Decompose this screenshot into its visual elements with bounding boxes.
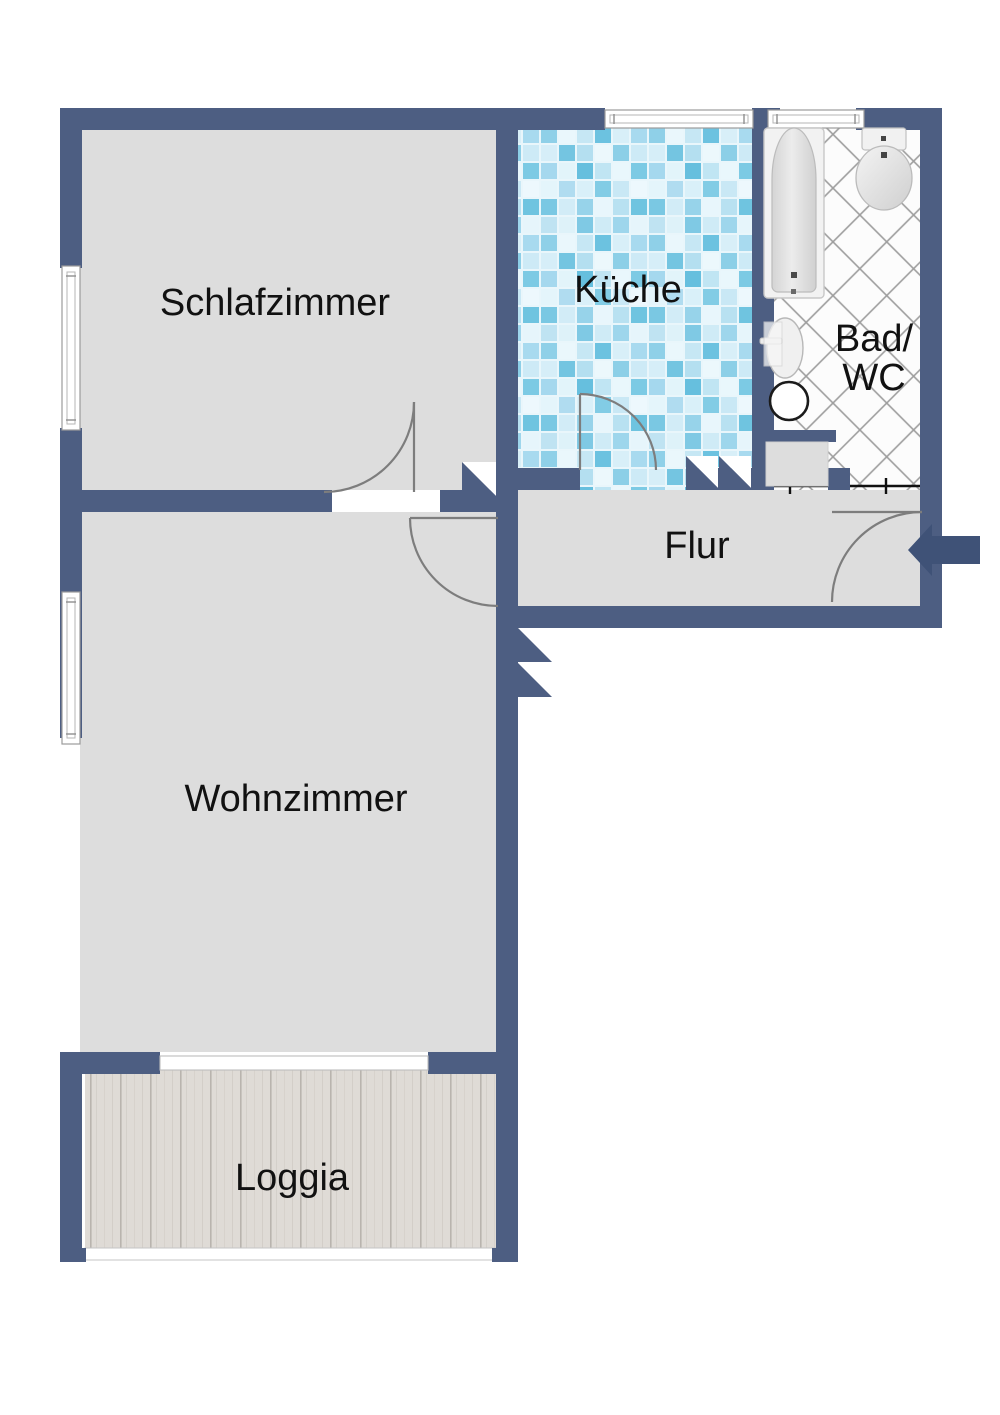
- sink-fixture: [759, 317, 804, 379]
- room-label-bad-wc-line1: Bad/: [835, 318, 914, 360]
- room-label-schlafzimmer: Schlafzimmer: [160, 282, 390, 324]
- door-thresholds: [462, 456, 751, 697]
- loggia-balustrade: [84, 1247, 511, 1261]
- room-floor-kueche: [518, 118, 752, 490]
- window-livingroom-left: [61, 591, 81, 745]
- door-swings: [323, 392, 923, 608]
- room-floor-schlafzimmer: [80, 118, 518, 490]
- bathtub-fixture: [763, 127, 825, 299]
- window-bedroom-left: [61, 265, 81, 431]
- room-label-wohnzimmer: Wohnzimmer: [184, 778, 407, 820]
- room-floor-flur: [440, 490, 942, 606]
- window-kitchen-top: [604, 109, 754, 129]
- floor-circle-fixture: [768, 380, 810, 422]
- room-label-bad-wc-line2: WC: [842, 357, 905, 399]
- window-bath-top: [767, 109, 865, 129]
- toilet-fixture: [855, 127, 913, 211]
- window-loggia-door: [159, 1055, 429, 1071]
- room-floor-loggia: [85, 1067, 510, 1257]
- entrance-arrow: [908, 524, 980, 576]
- room-label-loggia: Loggia: [235, 1157, 350, 1199]
- room-label-flur: Flur: [664, 525, 730, 567]
- room-label-kueche: Küche: [574, 269, 682, 311]
- closet-fixture: [765, 441, 829, 487]
